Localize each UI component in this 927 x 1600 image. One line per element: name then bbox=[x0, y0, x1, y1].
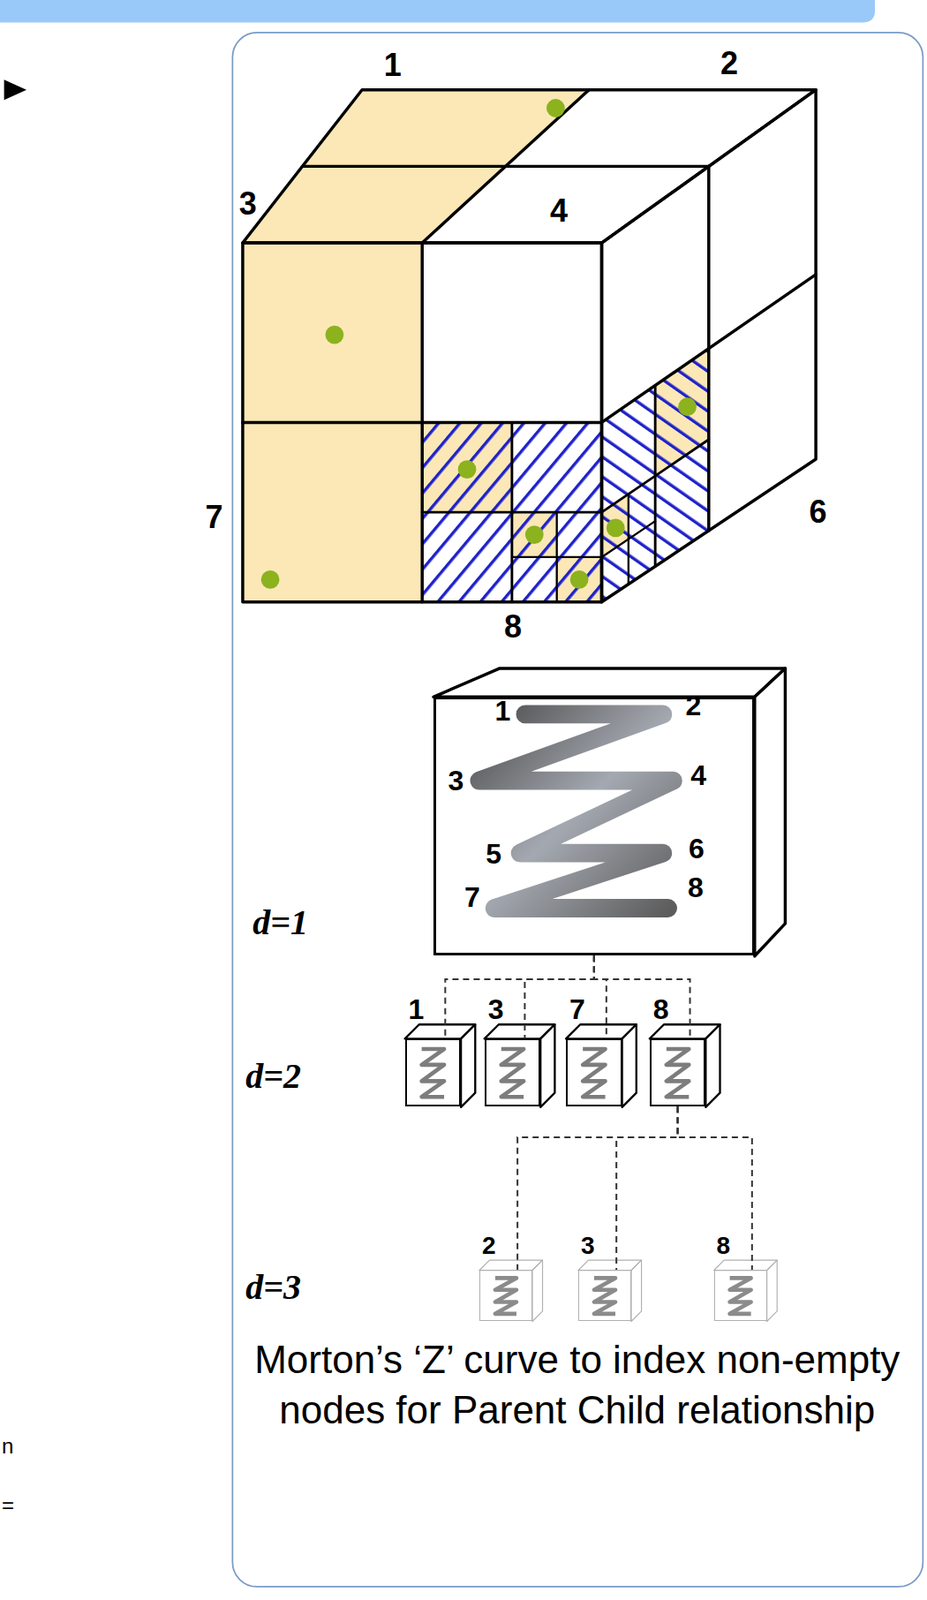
octree-cube bbox=[242, 90, 816, 603]
cube-face bbox=[578, 1259, 642, 1271]
child-cube-faces bbox=[405, 1024, 778, 1321]
point bbox=[546, 98, 566, 118]
depth-label: d=2 bbox=[245, 1058, 302, 1094]
child-index: 2 bbox=[482, 1233, 497, 1259]
parent-child-link bbox=[594, 955, 691, 1039]
subdivided-hatch bbox=[422, 422, 602, 602]
cube-face bbox=[622, 1024, 637, 1108]
z-curve bbox=[501, 1048, 524, 1097]
z-order-number: 5 bbox=[485, 839, 502, 868]
header-bar bbox=[0, 0, 875, 23]
root-octant-cube: 12345678 bbox=[433, 696, 755, 956]
z-order-number: 2 bbox=[685, 691, 702, 720]
child-index: 8 bbox=[653, 994, 670, 1024]
octant-number: 6 bbox=[808, 496, 827, 528]
point bbox=[525, 525, 544, 544]
child-octant-cube: 1 bbox=[405, 1038, 462, 1107]
z-order-number: 4 bbox=[690, 761, 707, 790]
z-order-number: 6 bbox=[688, 834, 705, 863]
subdivided-hatch bbox=[602, 348, 709, 603]
cut-text: n bbox=[1, 1435, 14, 1457]
cube-face bbox=[754, 668, 786, 957]
depth-label: d=3 bbox=[245, 1269, 302, 1305]
child-octant-cube: 8 bbox=[714, 1269, 768, 1321]
parent-child-link bbox=[678, 1106, 753, 1270]
cube-face bbox=[242, 242, 603, 603]
z-curve bbox=[582, 1048, 605, 1097]
octant-number: 8 bbox=[504, 610, 522, 643]
z-curve bbox=[422, 1048, 445, 1097]
parent-child-link bbox=[444, 955, 595, 1039]
z-curve bbox=[495, 1277, 517, 1313]
child-octant-cube: 3 bbox=[578, 1269, 632, 1321]
point bbox=[606, 519, 626, 538]
cube-face bbox=[532, 1259, 543, 1321]
child-index: 7 bbox=[569, 994, 586, 1024]
point bbox=[324, 325, 344, 345]
z-curve bbox=[666, 1048, 689, 1097]
point bbox=[261, 570, 280, 589]
z-curve bbox=[479, 714, 673, 909]
cube-face bbox=[460, 1024, 475, 1108]
z-order-number: 7 bbox=[464, 882, 481, 912]
z-order-number: 3 bbox=[447, 766, 464, 795]
cube-face bbox=[479, 1259, 543, 1271]
grid-line bbox=[602, 274, 817, 423]
panel-border bbox=[232, 32, 923, 1587]
arrow-head bbox=[4, 79, 27, 100]
octant-number: 2 bbox=[720, 47, 739, 80]
child-octant-cube: 3 bbox=[484, 1038, 542, 1107]
depth-label: d=1 bbox=[252, 904, 309, 941]
parent-child-link bbox=[594, 955, 607, 1039]
z-cube-faces bbox=[433, 668, 786, 957]
grid-line bbox=[512, 556, 603, 558]
cube-face bbox=[631, 1259, 642, 1321]
cube-face bbox=[433, 668, 786, 697]
point bbox=[458, 459, 477, 479]
point bbox=[678, 397, 697, 416]
point bbox=[570, 570, 589, 589]
child-index: 8 bbox=[716, 1233, 732, 1259]
child-index: 3 bbox=[488, 994, 505, 1024]
cube-face bbox=[714, 1259, 778, 1271]
cube-face bbox=[540, 1024, 555, 1108]
child-octant-cube: 7 bbox=[565, 1038, 623, 1107]
caption: Morton’s ‘Z’ curve to index non-empty no… bbox=[237, 1333, 918, 1435]
cut-text: = bbox=[1, 1494, 15, 1516]
child-octant-cube: 8 bbox=[649, 1038, 707, 1107]
child-index: 1 bbox=[408, 994, 425, 1024]
grid-line bbox=[301, 165, 709, 168]
parent-child-link bbox=[616, 1106, 678, 1270]
parent-child-link bbox=[524, 955, 594, 1039]
grid-line bbox=[242, 421, 603, 424]
z-curve bbox=[730, 1277, 752, 1313]
octant-number: 1 bbox=[384, 49, 402, 82]
grid-line bbox=[422, 511, 602, 514]
octant-number: 3 bbox=[239, 188, 257, 220]
cube-face bbox=[767, 1259, 778, 1321]
grid-line bbox=[602, 439, 709, 513]
parent-child-link bbox=[517, 1106, 678, 1270]
child-octant-cube: 2 bbox=[479, 1269, 533, 1321]
z-order-number: 8 bbox=[687, 873, 704, 902]
octant-number: 7 bbox=[205, 501, 224, 534]
z-curve bbox=[594, 1277, 616, 1313]
cube-face bbox=[242, 90, 816, 243]
child-index: 3 bbox=[580, 1233, 596, 1259]
octant-number: 4 bbox=[550, 195, 568, 227]
z-order-number: 1 bbox=[495, 696, 512, 725]
cube-face bbox=[705, 1024, 720, 1108]
